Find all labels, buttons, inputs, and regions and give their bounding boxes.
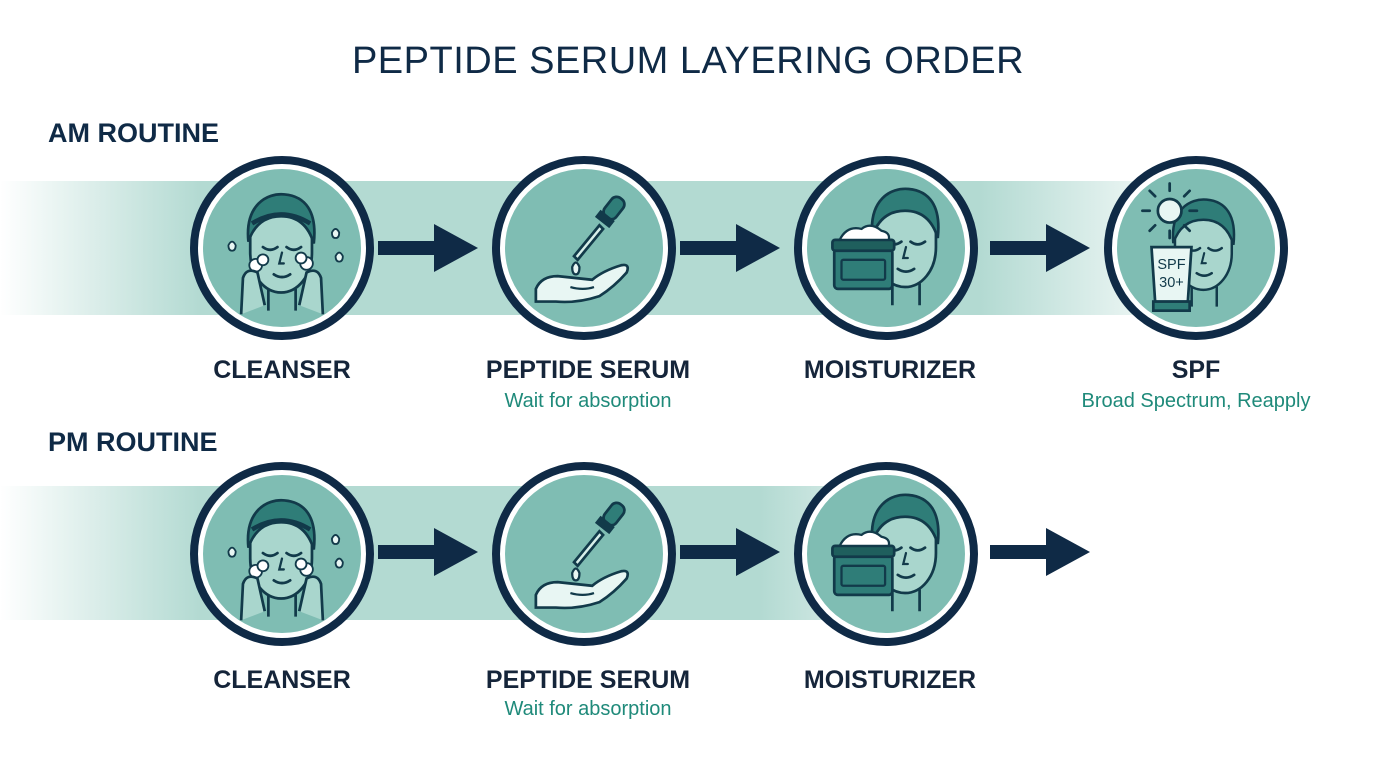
- am-step-name-peptide-serum: PEPTIDE SERUM: [485, 356, 691, 384]
- am-moisturizer-step-icon: [794, 156, 978, 340]
- dropper-hand-icon: [534, 501, 630, 610]
- arrow-right-icon: [990, 224, 1090, 272]
- pm-peptide-serum-step-icon: [492, 462, 676, 646]
- sunscreen-sun-face-icon: SPF 30+: [1141, 182, 1236, 313]
- arrow-right-icon: [990, 528, 1090, 576]
- spf-label-line1: SPF: [1157, 257, 1185, 273]
- am-spf-step-icon: SPF 30+: [1104, 156, 1288, 340]
- pm-moisturizer-step-icon: [794, 462, 978, 646]
- am-step-note-spf: Broad Spectrum, Reapply: [1081, 390, 1311, 412]
- am-step-name-spf: SPF: [1171, 356, 1221, 384]
- pm-step-name-moisturizer: MOISTURIZER: [803, 666, 977, 694]
- am-peptide-serum-step-icon: [492, 156, 676, 340]
- arrow-right-icon: [378, 224, 478, 272]
- am-step-name-cleanser: CLEANSER: [213, 356, 351, 384]
- pm-step-name-cleanser: CLEANSER: [213, 666, 351, 694]
- pm-step-name-peptide-serum: PEPTIDE SERUM: [485, 666, 691, 694]
- am-step-note-peptide-serum: Wait for absorption: [504, 390, 672, 412]
- am-step-name-moisturizer: MOISTURIZER: [803, 356, 977, 384]
- am-routine-label: AM ROUTINE: [48, 118, 219, 148]
- pm-step-note-peptide-serum: Wait for absorption: [504, 698, 672, 720]
- face-washing-icon: [227, 192, 344, 315]
- am-cleanser-step-icon: [190, 156, 374, 340]
- sun-icon: [1141, 182, 1199, 240]
- arrow-right-icon: [680, 528, 780, 576]
- page-title: PEPTIDE SERUM LAYERING ORDER: [351, 40, 1025, 82]
- cream-jar-face-icon: [831, 493, 940, 613]
- spf-label-line2: 30+: [1159, 275, 1184, 291]
- dropper-hand-icon: [534, 195, 630, 304]
- pm-cleanser-step-icon: [190, 462, 374, 646]
- cream-jar-face-icon: [831, 187, 940, 307]
- pm-routine-label: PM ROUTINE: [48, 427, 218, 457]
- arrow-right-icon: [680, 224, 780, 272]
- arrow-right-icon: [378, 528, 478, 576]
- face-washing-icon: [227, 498, 344, 621]
